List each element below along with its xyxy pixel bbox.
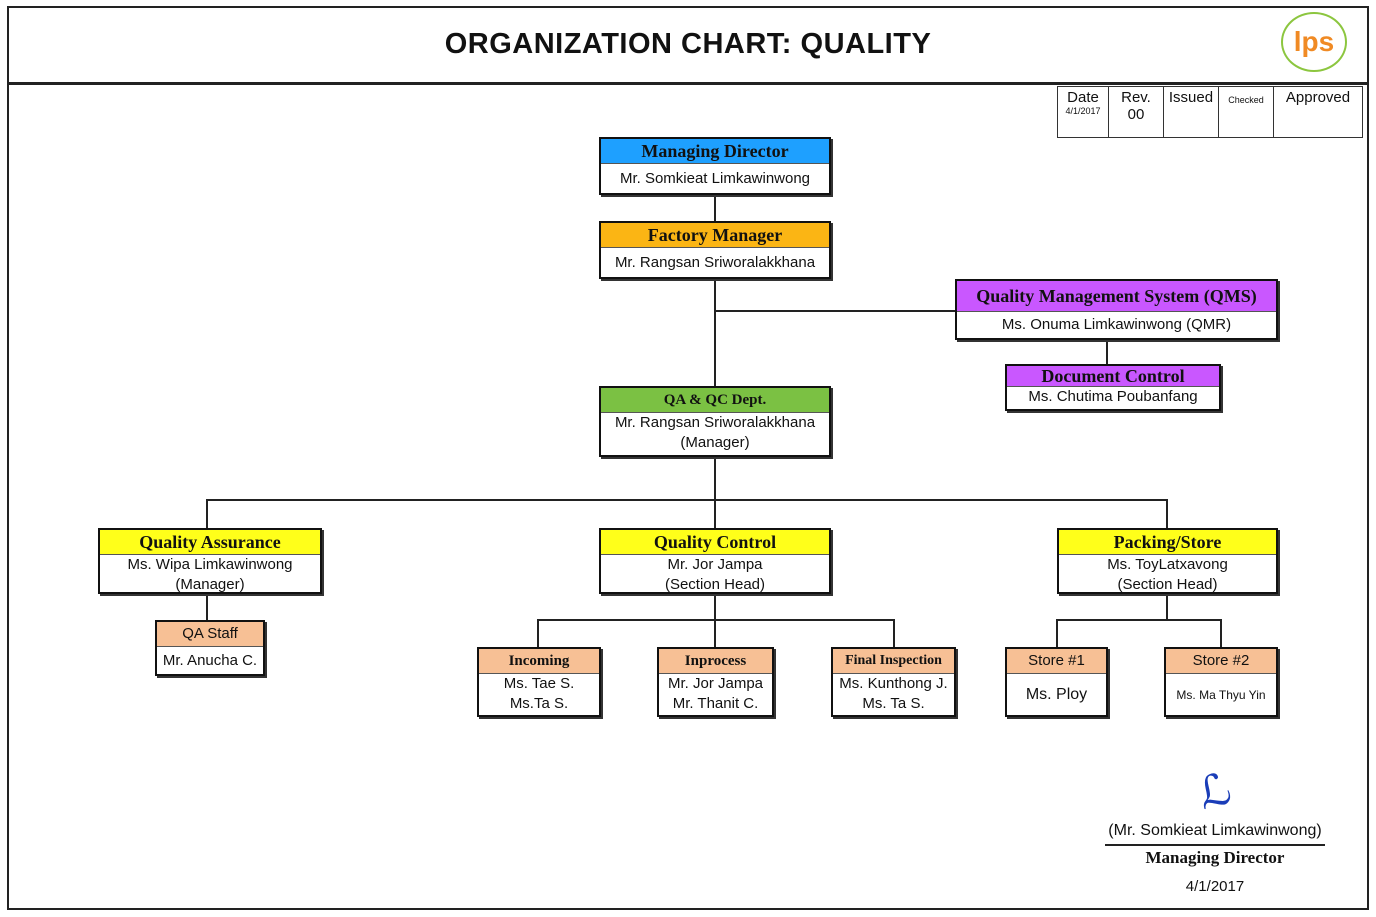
- connector-ps-horizontal: [1056, 619, 1222, 621]
- node-person: Ms. Ta S.: [862, 695, 925, 712]
- rev-checked-header: Checked: [1228, 95, 1264, 105]
- node-person: Mr. Thanit C.: [672, 695, 759, 712]
- node-person: Mr. Somkieat Limkawinwong: [619, 170, 811, 187]
- node-person: Ms. Ma Thyu Yin: [1176, 688, 1266, 702]
- node-person: Mr. Jor Jampa: [667, 556, 763, 573]
- signature-block: ℒ (Mr. Somkieat Limkawinwong) Managing D…: [1105, 762, 1325, 895]
- rev-date-cell: Date 4/1/2017: [1057, 86, 1109, 138]
- connector-fm-qaqc: [714, 279, 716, 387]
- node-person: Ms. ToyLatxavong: [1107, 556, 1228, 573]
- node-factory-manager: Factory Manager Mr. Rangsan Sriworalakkh…: [599, 221, 831, 279]
- node-quality-control: Quality Control Mr. Jor Jampa (Section H…: [599, 528, 831, 594]
- signature-date: 4/1/2017: [1185, 878, 1245, 895]
- node-person: Ms.Ta S.: [509, 695, 569, 712]
- rev-date-value: 4/1/2017: [1065, 106, 1101, 116]
- rev-number-header: Rev.: [1121, 89, 1151, 106]
- node-title: Quality Assurance: [100, 530, 320, 555]
- signature-name: (Mr. Somkieat Limkawinwong): [1108, 822, 1322, 839]
- rev-date-header: Date: [1067, 89, 1099, 106]
- connector-to-store2: [1220, 619, 1222, 648]
- node-title: Inprocess: [659, 649, 772, 674]
- connector-to-incoming: [537, 619, 539, 648]
- page-frame: [7, 6, 1369, 910]
- connector-qa-staff: [206, 594, 208, 621]
- logo-text: lps: [1293, 26, 1335, 57]
- node-title: Quality Management System (QMS): [957, 281, 1276, 312]
- rev-number-cell: Rev. 00: [1108, 86, 1164, 138]
- node-title: Final Inspection: [833, 649, 954, 674]
- node-qa-staff: QA Staff Mr. Anucha C.: [155, 620, 265, 676]
- node-person: Mr. Rangsan Sriworalakkhana: [614, 414, 816, 431]
- node-role: (Section Head): [1117, 576, 1218, 593]
- node-document-control: Document Control Ms. Chutima Poubanfang: [1005, 364, 1221, 411]
- rev-issued-header: Issued: [1168, 89, 1214, 106]
- node-store-1: Store #1 Ms. Ploy: [1005, 647, 1108, 717]
- connector-qms-dc: [1106, 340, 1108, 365]
- node-title: QA & QC Dept.: [601, 388, 829, 413]
- connector-to-store1: [1056, 619, 1058, 648]
- node-title: Document Control: [1007, 366, 1219, 387]
- connector-ps-down: [1166, 594, 1168, 620]
- node-inprocess: Inprocess Mr. Jor Jampa Mr. Thanit C.: [657, 647, 774, 717]
- node-title: Managing Director: [601, 139, 829, 164]
- rev-approved-cell: Approved: [1273, 86, 1363, 138]
- company-logo: lps: [1281, 12, 1347, 72]
- node-person: Ms. Tae S.: [503, 675, 575, 692]
- node-quality-assurance: Quality Assurance Ms. Wipa Limkawinwong …: [98, 528, 322, 594]
- page-title: ORGANIZATION CHART: QUALITY: [444, 28, 932, 60]
- connector-branch-horizontal: [206, 499, 1168, 501]
- node-qms: Quality Management System (QMS) Ms. Onum…: [955, 279, 1278, 340]
- node-title: Factory Manager: [601, 223, 829, 248]
- connector-qaqc-down: [714, 457, 716, 529]
- rev-issued-cell: Issued: [1163, 86, 1219, 138]
- connector-to-ps: [1166, 499, 1168, 529]
- node-title: Store #1: [1007, 649, 1106, 674]
- connector-to-final: [893, 619, 895, 648]
- connector-to-qa: [206, 499, 208, 529]
- node-managing-director: Managing Director Mr. Somkieat Limkawinw…: [599, 137, 831, 195]
- node-person: Ms. Onuma Limkawinwong (QMR): [1001, 316, 1232, 333]
- node-person: Mr. Rangsan Sriworalakkhana: [614, 254, 816, 271]
- connector-qc-down: [714, 594, 716, 648]
- node-person: Ms. Kunthong J.: [839, 675, 948, 692]
- node-store-2: Store #2 Ms. Ma Thyu Yin: [1164, 647, 1278, 717]
- node-title: QA Staff: [157, 622, 263, 647]
- connector-md-fm: [714, 195, 716, 222]
- node-role: (Section Head): [664, 576, 766, 593]
- node-title: Incoming: [479, 649, 599, 674]
- revision-table: Date 4/1/2017 Rev. 00 Issued Checked App…: [1057, 86, 1363, 138]
- node-person: Mr. Jor Jampa: [667, 675, 764, 692]
- node-role: (Manager): [175, 576, 245, 593]
- signature-role: Managing Director: [1145, 848, 1285, 867]
- signature-line: [1105, 844, 1325, 846]
- rev-number-value: 00: [1127, 106, 1145, 123]
- rev-checked-cell: Checked: [1218, 86, 1274, 138]
- signature-mark: ℒ: [1192, 762, 1237, 821]
- node-person: Mr. Anucha C.: [162, 652, 258, 669]
- node-role: (Manager): [680, 434, 750, 451]
- node-incoming: Incoming Ms. Tae S. Ms.Ta S.: [477, 647, 601, 717]
- connector-to-qms: [714, 310, 956, 312]
- node-title: Quality Control: [601, 530, 829, 555]
- header-divider: [7, 82, 1369, 85]
- node-person: Ms. Chutima Poubanfang: [1028, 388, 1198, 405]
- node-person: Ms. Ploy: [1025, 686, 1088, 703]
- node-person: Ms. Wipa Limkawinwong: [127, 556, 293, 573]
- node-title: Packing/Store: [1059, 530, 1276, 555]
- node-packing-store: Packing/Store Ms. ToyLatxavong (Section …: [1057, 528, 1278, 594]
- connector-qc-horizontal: [537, 619, 895, 621]
- node-final-inspection: Final Inspection Ms. Kunthong J. Ms. Ta …: [831, 647, 956, 717]
- node-qa-qc-dept: QA & QC Dept. Mr. Rangsan Sriworalakkhan…: [599, 386, 831, 457]
- rev-approved-header: Approved: [1285, 89, 1351, 106]
- node-title: Store #2: [1166, 649, 1276, 674]
